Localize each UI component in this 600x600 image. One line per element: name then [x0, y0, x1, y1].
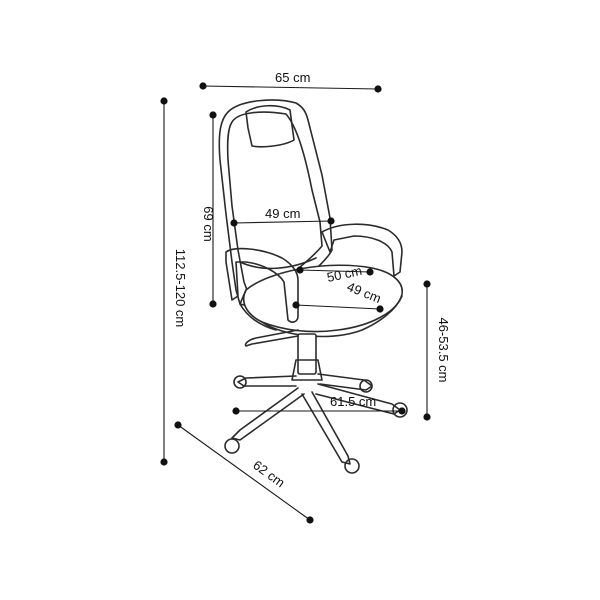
- armrest-right: [321, 223, 403, 277]
- base-arm-front: [301, 391, 351, 465]
- column-cover: [291, 359, 323, 381]
- label-total-height: 112.5-120 cm: [173, 249, 188, 328]
- label-width-top: 65 cm: [275, 70, 310, 85]
- office-chair-drawing: [218, 99, 408, 474]
- label-backrest-height: 69 cm: [201, 206, 216, 241]
- caster-front-left: [224, 438, 240, 454]
- label-seat-width: 50 cm: [326, 263, 364, 285]
- dimension-annotations: 65 cm 112.5-120 cm 69 cm 49 cm: [160, 70, 451, 524]
- seat-front-edge: [261, 295, 403, 338]
- caster-front: [344, 458, 360, 474]
- dim-total-height: 112.5-120 cm: [160, 97, 188, 466]
- caster-front-right: [392, 402, 408, 418]
- dim-backrest-height: 69 cm: [201, 111, 217, 308]
- dim-base-width: 61.5 cm: [232, 394, 406, 415]
- caster-back-right: [359, 379, 373, 393]
- caster-back-left: [233, 375, 247, 389]
- label-backrest-width: 49 cm: [265, 206, 300, 221]
- base-arm-back-right: [317, 373, 373, 391]
- lumbar-curve: [239, 257, 317, 270]
- label-base-width: 61.5 cm: [330, 394, 376, 409]
- base-arm-front-left: [231, 387, 305, 441]
- headrest: [245, 104, 295, 148]
- gas-lift-column: [297, 333, 317, 375]
- dim-backrest-width: 49 cm: [230, 206, 335, 227]
- label-base-depth: 62 cm: [250, 457, 287, 490]
- dim-width-top: 65 cm: [199, 70, 382, 93]
- height-lever: [244, 329, 299, 347]
- dim-seat-width: 50 cm: [296, 263, 374, 285]
- label-seat-height: 46-53.5 cm: [436, 317, 451, 382]
- backrest-mesh: [226, 111, 323, 299]
- dim-seat-height: 46-53.5 cm: [423, 280, 451, 421]
- armrest-left: [225, 247, 299, 323]
- base-arm-back-left: [237, 375, 297, 387]
- seat-side: [239, 289, 277, 331]
